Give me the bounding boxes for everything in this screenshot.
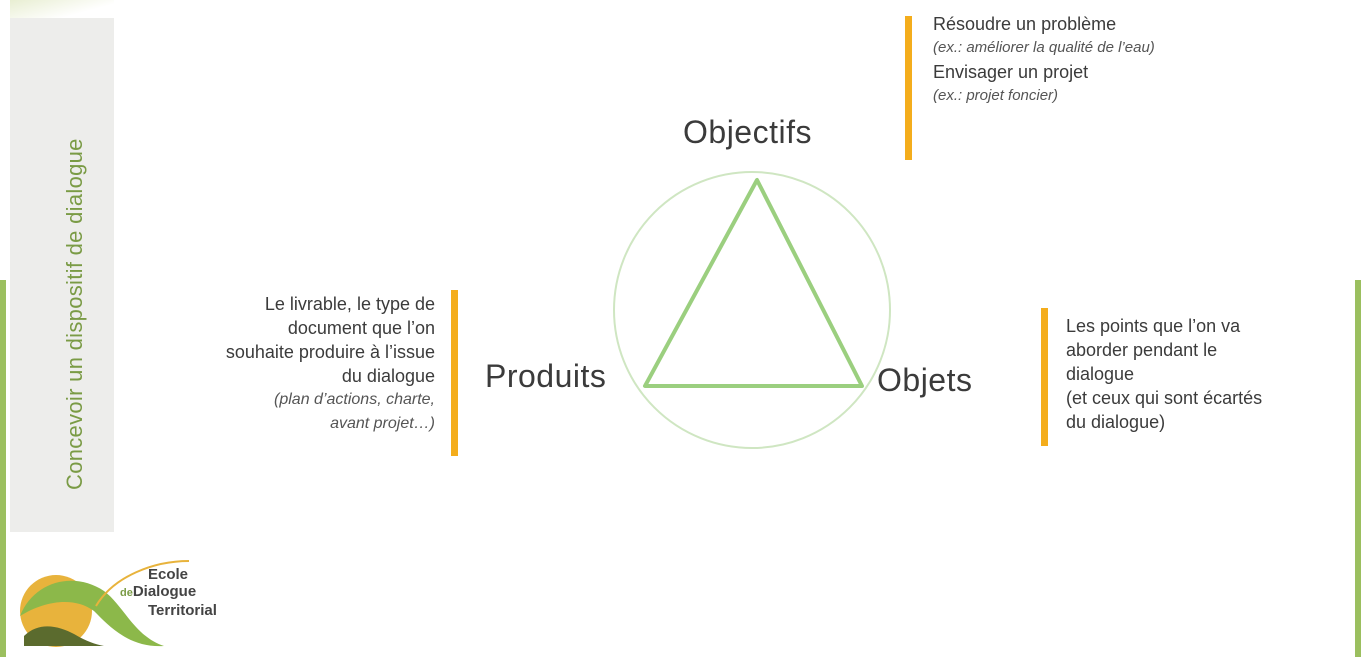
objectifs-line-1: Résoudre un problème bbox=[933, 14, 1117, 34]
objets-line-2: aborder pendant le bbox=[1066, 340, 1218, 360]
produits-example-1: (plan d’actions, charte, bbox=[274, 391, 435, 408]
objectifs-example-1: (ex.: améliorer la qualité de l’eau) bbox=[933, 39, 1155, 56]
right-accent-bar bbox=[1355, 280, 1361, 657]
objets-line-1: Les points que l’on va bbox=[1066, 316, 1241, 336]
objets-bar bbox=[1041, 308, 1048, 446]
produits-bar bbox=[451, 290, 458, 456]
node-objets: Objets bbox=[877, 362, 973, 398]
outer-circle bbox=[613, 171, 891, 449]
produits-line-2: document que l’on bbox=[287, 318, 435, 338]
objectifs-description: Résoudre un problème (ex.: améliorer la … bbox=[933, 12, 1155, 108]
produits-line-3: souhaite produire à l’issue bbox=[225, 342, 435, 362]
objets-description: Les points que l’on va aborder pendant l… bbox=[1066, 314, 1262, 434]
triangle bbox=[643, 178, 864, 388]
logo-arc bbox=[95, 560, 190, 607]
objets-line-3: dialogue bbox=[1066, 364, 1135, 384]
objets-line-5: du dialogue) bbox=[1066, 412, 1166, 432]
logo-green-swirl bbox=[20, 580, 164, 647]
corner-accent bbox=[10, 0, 114, 18]
objectifs-bar bbox=[905, 16, 912, 160]
side-panel bbox=[10, 0, 114, 532]
produits-description: Le livrable, le type de document que l’o… bbox=[150, 292, 435, 436]
logo-line-territorial: Territorial bbox=[148, 602, 217, 619]
logo-dialogue-word: Dialogue bbox=[132, 583, 197, 600]
objets-line-4: (et ceux qui sont écartés bbox=[1066, 388, 1263, 408]
produits-line-1: Le livrable, le type de bbox=[264, 294, 435, 314]
produits-line-4: du dialogue bbox=[341, 366, 435, 386]
logo-prefix: de bbox=[120, 587, 133, 599]
logo-text: Ecole deDialogue Territorial bbox=[120, 566, 217, 619]
school-logo bbox=[20, 560, 190, 647]
objectifs-line-2: Envisager un projet bbox=[933, 62, 1089, 82]
objectifs-example-2: (ex.: projet foncier) bbox=[933, 87, 1059, 104]
node-objectifs: Objectifs bbox=[683, 114, 812, 150]
logo-line-ecole: Ecole bbox=[148, 566, 189, 583]
left-accent-bar bbox=[0, 280, 6, 657]
logo-line-dialogue: deDialogue bbox=[120, 583, 217, 602]
logo-hills bbox=[24, 626, 104, 646]
produits-example-2: avant projet…) bbox=[330, 415, 435, 432]
node-produits: Produits bbox=[485, 358, 607, 394]
